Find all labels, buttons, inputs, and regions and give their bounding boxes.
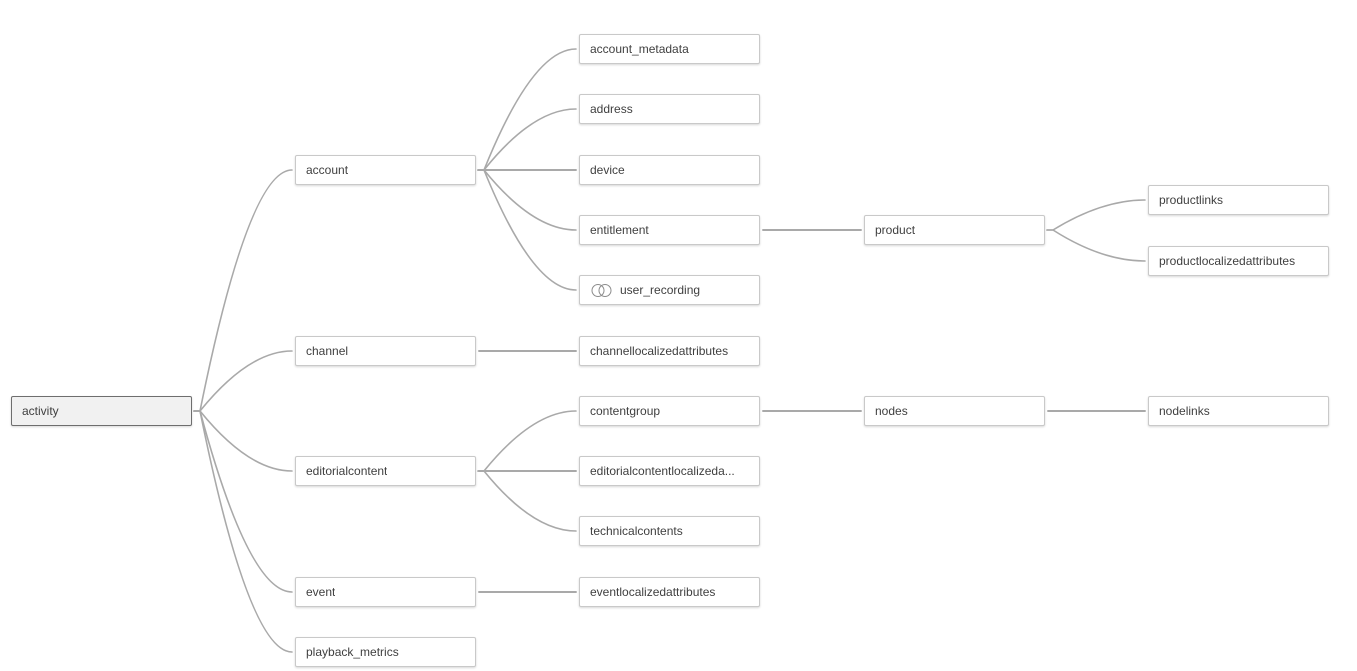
node-label: entitlement [590,223,649,237]
node-label: account [306,163,349,177]
tree-node-channel[interactable]: channel [295,336,476,366]
tree-node-product[interactable]: product [864,215,1045,245]
node-label: user_recording [620,283,701,297]
edge-activity-account [193,169,293,412]
node-label: playback_metrics [306,645,399,659]
tree-node-contentgroup[interactable]: contentgroup [579,396,760,426]
edge-activity-playback_metrics [193,410,293,653]
tree-node-editorialcontentlocalizedattributes[interactable]: editorialcontentlocalizeda... [579,456,760,486]
tree-node-address[interactable]: address [579,94,760,124]
tree-node-channellocalizedattributes[interactable]: channellocalizedattributes [579,336,760,366]
tree-node-device[interactable]: device [579,155,760,185]
node-label: productlocalizedattributes [1159,254,1296,268]
node-label: device [590,163,625,177]
node-label: editorialcontentlocalizeda... [590,464,735,478]
edge-editorialcontent-contentgroup [477,410,577,472]
node-label: editorialcontent [306,464,388,478]
node-label: eventlocalizedattributes [590,585,716,599]
node-label: channellocalizedattributes [590,344,729,358]
tree-node-nodes[interactable]: nodes [864,396,1045,426]
node-label: address [590,102,633,116]
edge-activity-event [193,410,293,593]
tree-node-playback_metrics[interactable]: playback_metrics [295,637,476,667]
tree-node-productlinks[interactable]: productlinks [1148,185,1329,215]
tree-node-nodelinks[interactable]: nodelinks [1148,396,1329,426]
tree-node-editorialcontent[interactable]: editorialcontent [295,456,476,486]
tree-node-account[interactable]: account [295,155,476,185]
union-icon [590,283,613,298]
tree-node-productlocalizedattributes[interactable]: productlocalizedattributes [1148,246,1329,276]
tree-node-entitlement[interactable]: entitlement [579,215,760,245]
tree-node-technicalcontents[interactable]: technicalcontents [579,516,760,546]
node-label: contentgroup [590,404,661,418]
edge-account-user_recording [477,169,577,291]
node-label: channel [306,344,349,358]
edge-activity-channel [193,350,293,412]
tree-node-eventlocalizedattributes[interactable]: eventlocalizedattributes [579,577,760,607]
node-label: nodes [875,404,908,418]
tree-node-user_recording[interactable]: user_recording [579,275,760,305]
edge-account-account_metadata [477,48,577,171]
edge-account-address [477,108,577,171]
edge-activity-editorialcontent [193,410,293,472]
node-label: product [875,223,916,237]
tree-node-event[interactable]: event [295,577,476,607]
edge-account-entitlement [477,169,577,231]
node-label: technicalcontents [590,524,683,538]
node-label: account_metadata [590,42,689,56]
node-label: event [306,585,336,599]
node-label: activity [22,404,59,418]
node-label: nodelinks [1159,404,1210,418]
tree-node-account_metadata[interactable]: account_metadata [579,34,760,64]
edge-product-productlocalizedattributes [1046,229,1146,262]
edge-editorialcontent-technicalcontents [477,470,577,532]
tree-node-activity[interactable]: activity [11,396,192,426]
node-label: productlinks [1159,193,1224,207]
edge-product-productlinks [1046,199,1146,231]
